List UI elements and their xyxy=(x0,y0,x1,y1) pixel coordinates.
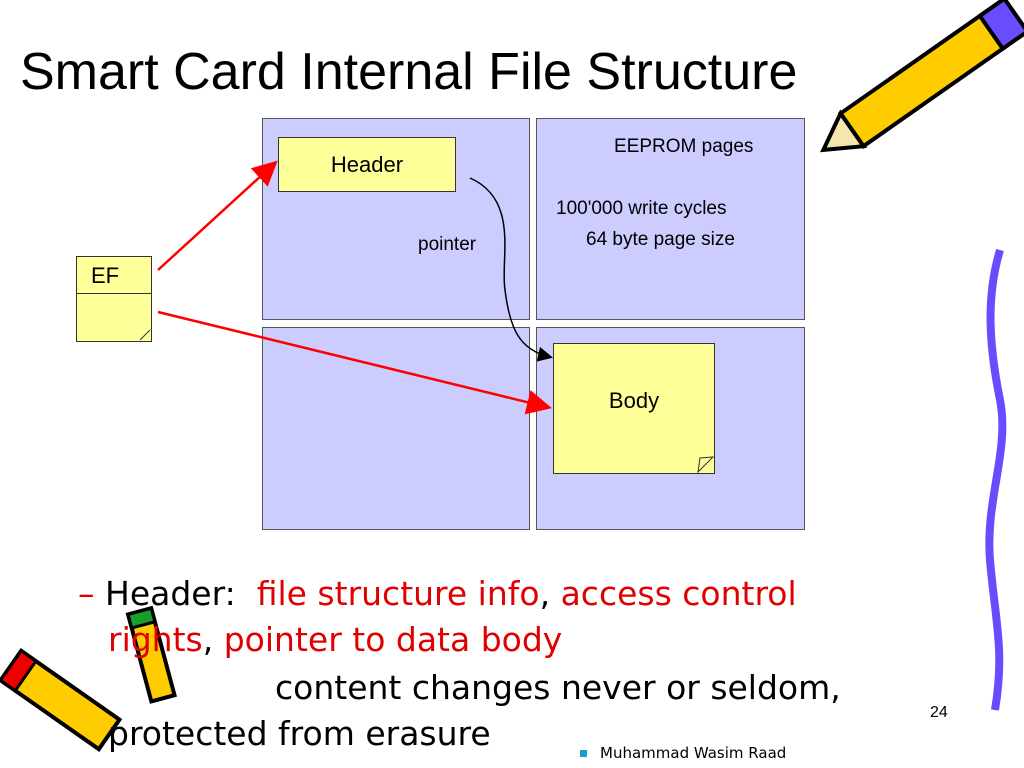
bullet-dash: – xyxy=(78,574,95,613)
eeprom-page-2 xyxy=(536,118,805,320)
eeprom-label: EEPROM pages xyxy=(614,136,754,157)
squiggle-line xyxy=(985,248,1007,711)
comma-2: , xyxy=(202,620,214,659)
comma: , xyxy=(539,574,551,613)
page-size-label: 64 byte page size xyxy=(586,229,735,250)
bullet-lead: Header: xyxy=(105,574,236,613)
bullet-line-2: rights, pointer to data body xyxy=(108,620,562,659)
bullet-red-1: file structure info xyxy=(256,574,540,613)
page-number: 24 xyxy=(930,704,948,721)
bullet-red-2-wrap: rights xyxy=(108,620,203,659)
footer-author: Muhammad Wasim Raad xyxy=(600,744,787,762)
bullet-line-3: content changes never or seldom, xyxy=(275,668,841,707)
slide-title: Smart Card Internal File Structure xyxy=(20,43,798,101)
body-note: Body xyxy=(553,343,715,474)
pencils-icon xyxy=(0,605,177,752)
header-note: Header xyxy=(278,137,456,192)
header-label: Header xyxy=(330,152,404,177)
ef-label: EF xyxy=(77,257,151,294)
pointer-label: pointer xyxy=(418,234,477,255)
body-label: Body xyxy=(608,388,660,413)
write-cycles-label: 100'000 write cycles xyxy=(556,198,727,219)
bullet-line-1: – Header: file structure info, access co… xyxy=(78,574,797,613)
bullet-line-4: protected from erasure xyxy=(108,714,491,753)
bullet-red-2: access control xyxy=(560,574,797,613)
ef-note: EF xyxy=(76,256,152,342)
bullet-red-3: pointer to data body xyxy=(223,620,563,659)
eeprom-page-3 xyxy=(262,327,530,530)
